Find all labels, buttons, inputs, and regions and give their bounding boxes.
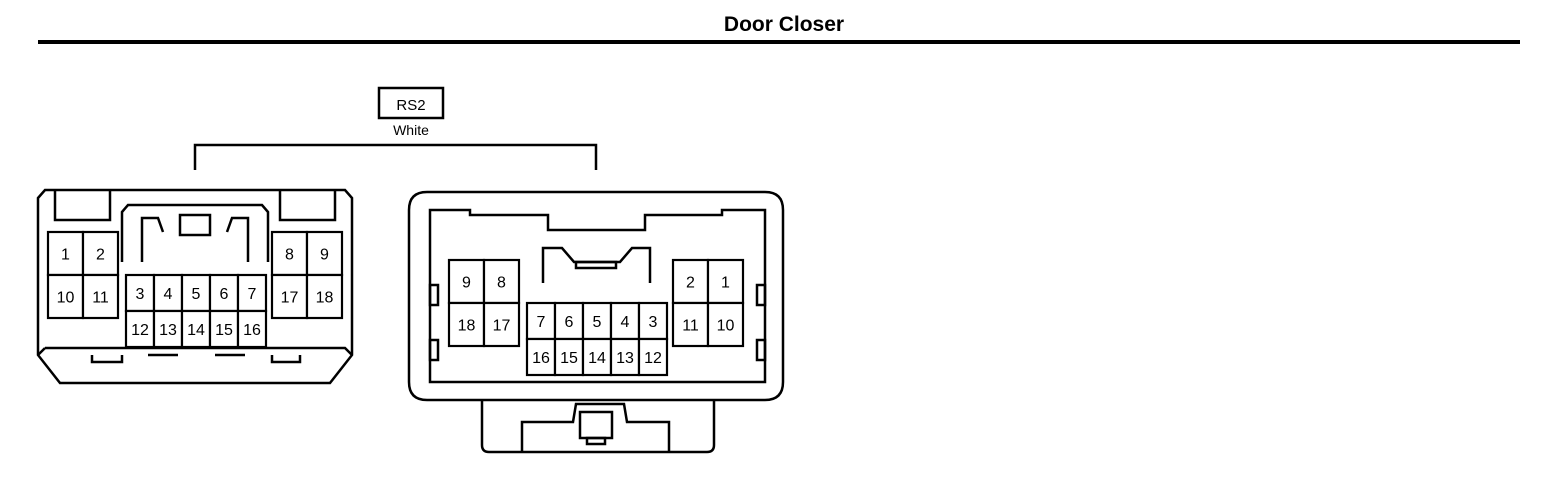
right-pin-12-cavity [637, 337, 669, 377]
connector-code-label: RS2 [396, 97, 425, 114]
right-pin-15-label: 15 [560, 350, 578, 367]
left-pin-11-cavity [81, 273, 120, 320]
left-pin-14-label: 14 [187, 322, 205, 339]
left-pin-15-cavity [208, 309, 240, 349]
right-pin-16-cavity [525, 337, 557, 377]
connector-code-box [377, 86, 445, 120]
left-pin-16-cavity [236, 309, 268, 349]
left-pin-2-label: 2 [96, 247, 105, 264]
right-pin-4-label: 4 [621, 314, 630, 331]
left-pin-4-cavity [152, 273, 184, 313]
left-pin-4-label: 4 [164, 286, 173, 303]
right-pin-2-cavity [671, 258, 710, 305]
left-pin-5-label: 5 [192, 286, 201, 303]
left-pin-13-label: 13 [159, 322, 177, 339]
right-pin-11-label: 11 [682, 318, 699, 335]
left-pin-9-label: 9 [320, 247, 329, 264]
left-pin-2-cavity [81, 230, 120, 277]
right-pin-7-label: 7 [537, 314, 546, 331]
title-rule [38, 40, 1520, 44]
right-pin-2-label: 2 [686, 275, 695, 292]
left-pin-12-label: 12 [131, 322, 149, 339]
right-pin-9-label: 9 [462, 275, 471, 292]
right-pin-8-cavity [482, 258, 521, 305]
left-pin-18-label: 18 [316, 290, 334, 307]
left-pin-3-label: 3 [136, 286, 145, 303]
right-pin-10-label: 10 [717, 318, 735, 335]
left-pin-11-label: 11 [92, 290, 109, 307]
left-pin-1-label: 1 [61, 247, 70, 264]
left-pin-16-label: 16 [243, 322, 261, 339]
left-pin-6-label: 6 [220, 286, 229, 303]
connector-bracket [193, 143, 598, 170]
right-pin-1-cavity [706, 258, 745, 305]
left-pin-17-label: 17 [281, 290, 299, 307]
diagram-title: Door Closer [723, 13, 845, 36]
left-pin-10-label: 10 [57, 290, 75, 307]
left-pin-7-cavity [236, 273, 268, 313]
right-pin-16-label: 16 [532, 350, 550, 367]
left-pin-9-cavity [305, 230, 344, 277]
left-pin-1-cavity [46, 230, 85, 277]
connector-color-label: White [393, 122, 429, 138]
left-pin-14-cavity [180, 309, 212, 349]
right-pin-1-label: 1 [721, 275, 730, 292]
right-pin-17-cavity [482, 301, 521, 348]
left-pin-18-cavity [305, 273, 344, 320]
left-pin-13-cavity [152, 309, 184, 349]
right-pin-12-label: 12 [644, 350, 662, 367]
right-pin-5-label: 5 [593, 314, 602, 331]
right-pin-17-label: 17 [493, 318, 511, 335]
left-pin-7-label: 7 [248, 286, 257, 303]
right-pin-6-label: 6 [565, 314, 574, 331]
right-pin-14-label: 14 [588, 350, 606, 367]
right-pin-13-label: 13 [616, 350, 634, 367]
right-pin-18-label: 18 [458, 318, 476, 335]
right-pin-8-label: 8 [497, 275, 506, 292]
right-pin-10-cavity [706, 301, 745, 348]
left-pin-8-label: 8 [285, 247, 294, 264]
right-connector [407, 190, 785, 454]
left-pin-15-label: 15 [215, 322, 233, 339]
right-pin-3-label: 3 [649, 314, 658, 331]
